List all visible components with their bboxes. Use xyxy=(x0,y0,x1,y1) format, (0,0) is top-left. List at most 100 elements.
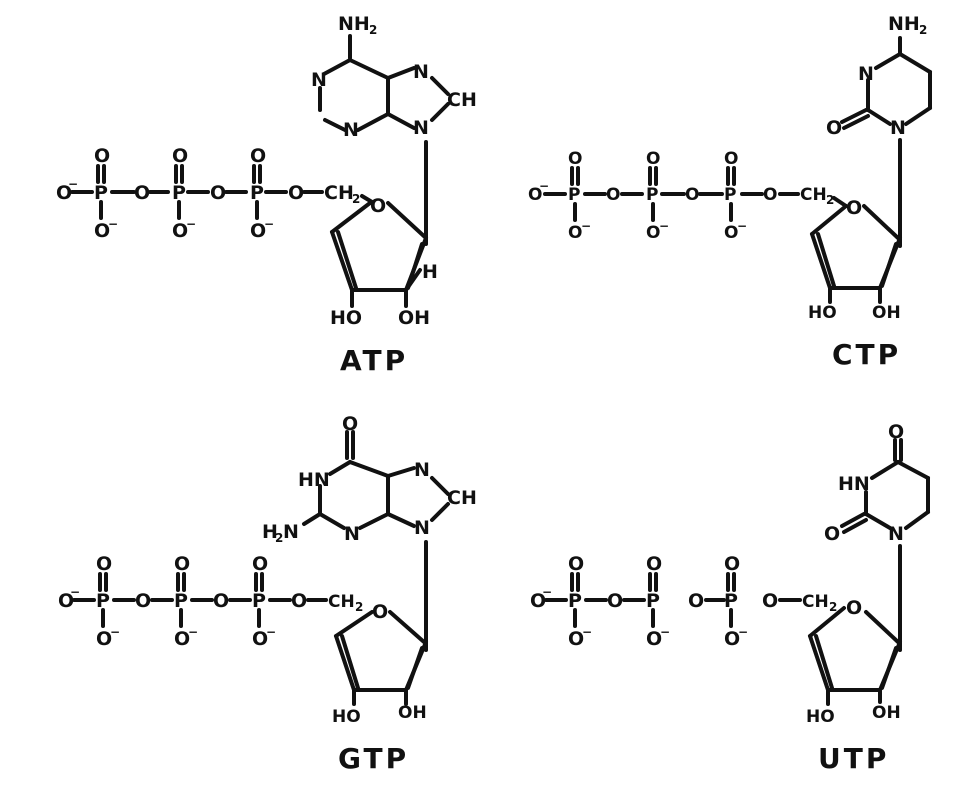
atp-alpha-charge: − xyxy=(264,217,274,231)
gtp-bridge-o1: O xyxy=(135,590,151,612)
gtp-hn-label: HN xyxy=(298,469,330,491)
atp-beta-o-double: O xyxy=(172,145,188,167)
gtp-carbonyl-o: O xyxy=(342,413,358,435)
gtp-beta-p: P xyxy=(174,590,188,612)
atp-n7-label: N xyxy=(413,61,429,83)
utp-beta-o-minus: O xyxy=(646,628,662,650)
gtp-amino-n: N xyxy=(283,521,299,543)
atp-terminal-o-charge: − xyxy=(68,177,78,191)
gtp-ch2-label: CH xyxy=(328,592,355,612)
atp-phosphate-bonds xyxy=(70,164,324,220)
atp-amino-label: NH xyxy=(338,13,370,35)
atp-gamma-p: P xyxy=(94,182,108,204)
atp-name: ATP xyxy=(340,344,408,377)
atp-alpha-o-minus: O xyxy=(250,220,266,242)
utp-gamma-p: P xyxy=(568,590,582,612)
gtp-gamma-charge: − xyxy=(110,625,120,639)
ctp-bridge-o1: O xyxy=(606,185,620,205)
atp-ch2-subscript: 2 xyxy=(352,192,360,206)
utp-3oh-label: HO xyxy=(806,707,835,727)
gtp-bridge-o2: O xyxy=(213,590,229,612)
ctp-ch2-subscript: 2 xyxy=(826,193,834,207)
utp-alpha-o-minus: O xyxy=(724,628,740,650)
gtp-alpha-o-double: O xyxy=(252,553,268,575)
ctp-alpha-charge: − xyxy=(737,219,747,233)
atp-terminal-o: O xyxy=(56,182,72,204)
utp-carbonyl-o-top: O xyxy=(888,421,904,443)
utp-alpha-p: P xyxy=(724,590,738,612)
gtp-structure: O HN H 2 N N N CH N O HO OH xyxy=(58,413,477,775)
atp-alpha-o-double: O xyxy=(250,145,266,167)
utp-alpha-o-double: O xyxy=(724,553,740,575)
gtp-ribose-bonds xyxy=(334,540,428,706)
utp-gamma-o-double: O xyxy=(568,553,584,575)
atp-beta-charge: − xyxy=(186,217,196,231)
atp-gamma-charge: − xyxy=(108,217,118,231)
gtp-alpha-p: P xyxy=(252,590,266,612)
atp-ch2-label: CH xyxy=(324,182,354,204)
atp-structure: NH 2 N N N CH N O H HO OH xyxy=(56,13,477,377)
ctp-amino-subscript: 2 xyxy=(919,23,927,37)
utp-hn-label: HN xyxy=(838,473,870,495)
atp-2oh-label: OH xyxy=(398,307,430,329)
gtp-guanine-bonds xyxy=(302,430,450,530)
utp-structure: O HN O N O HO OH xyxy=(530,421,930,775)
atp-n3-label: N xyxy=(343,119,359,141)
gtp-gamma-o-minus: O xyxy=(96,628,112,650)
atp-h-label: H xyxy=(422,261,438,283)
gtp-gamma-p: P xyxy=(96,590,110,612)
gtp-beta-o-double: O xyxy=(174,553,190,575)
utp-bridge-o2: O xyxy=(688,590,704,612)
ctp-bridge-o2: O xyxy=(685,185,699,205)
utp-alpha-charge: − xyxy=(738,625,748,639)
gtp-gamma-o-double: O xyxy=(96,553,112,575)
atp-bridge-o1: O xyxy=(134,182,150,204)
utp-gamma-o-minus: O xyxy=(568,628,584,650)
ctp-ch2-ring-bond xyxy=(832,196,848,208)
atp-ch2-ring-bond xyxy=(360,194,374,204)
ctp-cytosine-bonds xyxy=(840,36,932,130)
ctp-amino-label: NH xyxy=(888,13,920,35)
ctp-gamma-charge: − xyxy=(581,219,591,233)
ctp-terminal-o: O xyxy=(528,185,542,205)
gtp-beta-charge: − xyxy=(188,625,198,639)
ctp-beta-charge: − xyxy=(659,219,669,233)
gtp-ch2-subscript: 2 xyxy=(355,600,363,614)
utp-n1-label: N xyxy=(888,523,904,545)
atp-n1-label: N xyxy=(311,69,327,91)
atp-beta-o-minus: O xyxy=(172,220,188,242)
utp-ch2-label: CH xyxy=(802,592,829,612)
ctp-terminal-o-charge: − xyxy=(539,179,549,193)
utp-carbonyl-o-left: O xyxy=(824,523,840,545)
gtp-c8-label: CH xyxy=(447,487,477,509)
ctp-structure: NH 2 N O N O HO OH xyxy=(528,13,932,371)
ctp-gamma-o-minus: O xyxy=(568,223,582,243)
utp-ester-o: O xyxy=(762,590,778,612)
ctp-n3-label: N xyxy=(858,63,874,85)
gtp-ester-o: O xyxy=(291,590,307,612)
utp-ch2-subscript: 2 xyxy=(829,600,837,614)
atp-beta-p: P xyxy=(172,182,186,204)
ctp-phosphate-bonds xyxy=(543,166,800,222)
gtp-amino-h: H xyxy=(262,521,278,543)
gtp-n7-label: N xyxy=(414,459,430,481)
gtp-ring-oxygen: O xyxy=(372,601,388,623)
ctp-gamma-o-double: O xyxy=(568,149,582,169)
utp-ring-oxygen: O xyxy=(846,597,862,619)
ctp-3oh-label: HO xyxy=(808,303,837,323)
utp-phosphate-bonds xyxy=(544,572,802,628)
utp-bridge-o1: O xyxy=(607,590,623,612)
ctp-name: CTP xyxy=(832,338,901,371)
ctp-ring-oxygen: O xyxy=(846,197,862,219)
ctp-2oh-label: OH xyxy=(872,303,901,323)
ctp-ribose-bonds xyxy=(810,138,902,304)
utp-uracil-bonds xyxy=(840,438,930,534)
gtp-2oh-label: OH xyxy=(398,703,427,723)
ctp-beta-o-double: O xyxy=(646,149,660,169)
gtp-n9-label: N xyxy=(414,517,430,539)
atp-adenine-bonds xyxy=(318,34,450,132)
ctp-ch2-label: CH xyxy=(800,185,827,205)
atp-3oh-label: HO xyxy=(330,307,362,329)
ctp-ester-o: O xyxy=(763,185,777,205)
